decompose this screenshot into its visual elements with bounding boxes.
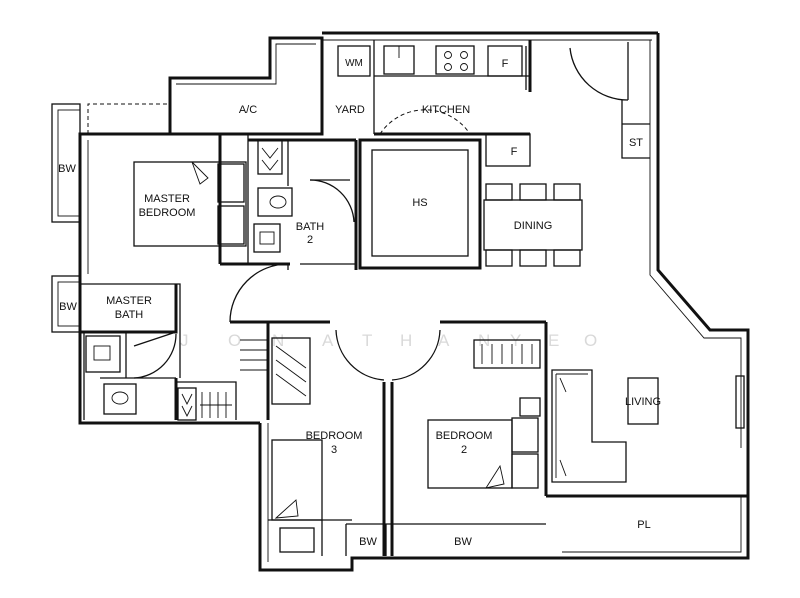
watermark-letter: A [322, 331, 335, 350]
label-master-bedroom-1: MASTER [144, 193, 190, 205]
toilet-icon [257, 187, 293, 217]
label-fridge-top: F [502, 58, 509, 70]
wardrobe-icon [473, 339, 541, 369]
label-hs: HS [412, 197, 427, 209]
stove-icon [435, 45, 475, 75]
label-bedroom2-1: BEDROOM [436, 430, 493, 442]
washing-machine-icon [337, 45, 371, 77]
label-master-bath-2: BATH [115, 309, 144, 321]
toilet-icon [103, 383, 137, 415]
coffee-table-icon [627, 377, 659, 425]
watermark-letter: J [180, 331, 191, 350]
label-store: ST [629, 137, 643, 149]
watermark: J O N A T H A N Y E O [180, 331, 599, 350]
label-yard: YARD [335, 104, 365, 116]
dining-chair-icon [553, 183, 581, 201]
label-bedroom2-2: 2 [461, 444, 467, 456]
interior-walls [80, 40, 748, 556]
sofa-icon [551, 369, 627, 483]
bed-icon [271, 439, 323, 521]
bedside-icon [511, 453, 539, 489]
watermark-letter: O [584, 331, 599, 350]
watermark-letter: H [400, 331, 414, 350]
wardrobe-icon [271, 337, 311, 405]
label-dining: DINING [514, 220, 553, 232]
watermark-letter: O [228, 331, 243, 350]
watermark-letter: N [272, 331, 286, 350]
dining-chair-icon [485, 249, 513, 267]
fixtures [85, 45, 745, 553]
label-bath2-1: BATH [296, 221, 325, 233]
bay-windows-left [51, 103, 168, 333]
shower-icon [177, 387, 197, 421]
dining-chair-icon [519, 183, 547, 201]
dining-chair-icon [485, 183, 513, 201]
label-bedroom3-2: 3 [331, 444, 337, 456]
basin-icon [253, 223, 281, 253]
watermark-letter: E [548, 331, 561, 350]
wardrobe-icon [217, 163, 245, 203]
label-master-bedroom-2: BEDROOM [139, 207, 196, 219]
watermark-letter: T [362, 331, 374, 350]
label-pl: PL [637, 519, 650, 531]
tv-console-icon [735, 375, 745, 429]
label-master-bath-1: MASTER [106, 295, 152, 307]
label-bw-left: BW [58, 163, 76, 175]
dining-chair-icon [519, 249, 547, 267]
label-wm: WM [345, 58, 363, 69]
label-bw-master-bath: BW [59, 301, 77, 313]
dining-chair-icon [553, 249, 581, 267]
label-bw-bottom-small: BW [359, 536, 377, 548]
label-bedroom3-1: BEDROOM [306, 430, 363, 442]
label-bw-bottom: BW [454, 536, 472, 548]
shower-icon [257, 139, 283, 175]
basin-icon [85, 335, 121, 373]
door-swings [133, 42, 629, 381]
lamp-icon [519, 397, 541, 417]
desk-icon [279, 527, 315, 553]
label-ac: A/C [239, 104, 257, 116]
label-living: LIVING [625, 396, 661, 408]
watermark-letter: A [438, 331, 451, 350]
fridge-mid-icon [485, 133, 531, 167]
bedside-icon [511, 417, 539, 453]
label-kitchen: KITCHEN [422, 104, 470, 116]
room-labels: A/C WM YARD KITCHEN F F ST BW MASTER BED… [58, 58, 661, 548]
label-fridge-mid: F [511, 146, 518, 158]
master-bed-icon [133, 161, 247, 247]
label-bath2-2: 2 [307, 234, 313, 246]
fridge-top-icon [487, 45, 523, 77]
wardrobe-icon [217, 205, 245, 245]
